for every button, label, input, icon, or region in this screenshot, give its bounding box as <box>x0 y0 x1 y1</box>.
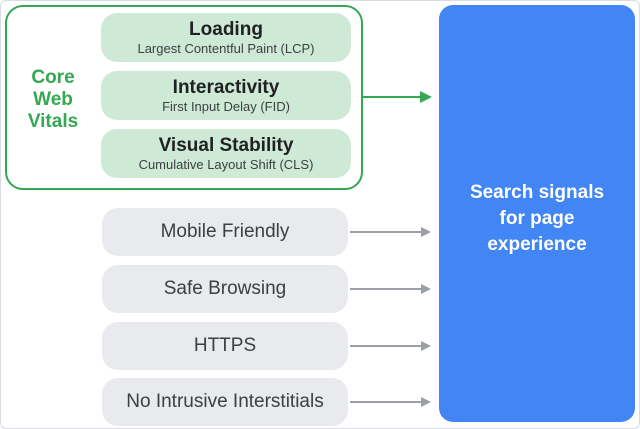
arrow-mobile-friendly <box>350 231 421 233</box>
vital-title: Interactivity <box>172 77 280 98</box>
signal-pill-no-intrusive-interstitials: No Intrusive Interstitials <box>102 378 348 426</box>
vital-subtitle: Largest Contentful Paint (LCP) <box>137 41 315 56</box>
arrow-no-intrusive-interstitials <box>350 401 421 403</box>
vital-pill-interactivity: Interactivity First Input Delay (FID) <box>101 71 351 120</box>
vital-title: Loading <box>189 19 263 40</box>
signal-label: Safe Browsing <box>163 278 287 299</box>
signal-pill-safe-browsing: Safe Browsing <box>102 265 348 313</box>
core-web-vitals-label: Core Web Vitals <box>27 67 79 132</box>
signal-label: HTTPS <box>193 335 257 356</box>
core-web-vitals-group: Core Web Vitals Loading Largest Contentf… <box>5 5 363 190</box>
search-signals-line: experience <box>487 233 587 255</box>
arrow-core-web-vitals <box>362 96 421 98</box>
arrowhead-no-intrusive-interstitials-icon <box>421 397 431 407</box>
signal-pill-https: HTTPS <box>102 322 348 370</box>
arrow-https <box>350 345 421 347</box>
vital-pill-visual-stability: Visual Stability Cumulative Layout Shift… <box>101 129 351 178</box>
arrowhead-safe-browsing-icon <box>421 284 431 294</box>
vital-title: Visual Stability <box>158 135 294 156</box>
vital-subtitle: Cumulative Layout Shift (CLS) <box>138 157 314 172</box>
search-signals-box: Search signals for page experience <box>439 5 635 422</box>
arrow-safe-browsing <box>350 288 421 290</box>
vital-subtitle: First Input Delay (FID) <box>162 99 290 114</box>
search-signals-line: Search signals <box>469 181 605 203</box>
arrowhead-mobile-friendly-icon <box>421 227 431 237</box>
arrowhead-core-web-vitals-icon <box>420 91 432 103</box>
signal-label: Mobile Friendly <box>160 221 290 242</box>
signal-label: No Intrusive Interstitials <box>126 391 324 412</box>
vital-pill-loading: Loading Largest Contentful Paint (LCP) <box>101 13 351 62</box>
search-signals-line: for page <box>499 207 575 229</box>
arrowhead-https-icon <box>421 341 431 351</box>
search-signals-text: Search signals for page experience <box>470 170 604 258</box>
signal-pill-mobile-friendly: Mobile Friendly <box>102 208 348 256</box>
